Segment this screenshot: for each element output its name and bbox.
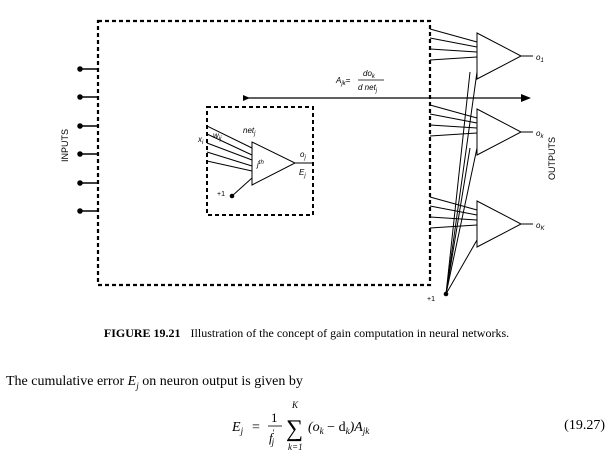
e-j-label: Ej bbox=[299, 168, 306, 179]
eq-lhs-sub: j bbox=[240, 426, 244, 436]
eq-equals: = bbox=[252, 420, 260, 435]
gain-arrow-head bbox=[521, 94, 531, 102]
ok-label: ok bbox=[536, 129, 544, 140]
body-var: Ej bbox=[127, 374, 139, 391]
gain-arrow-tail bbox=[243, 95, 250, 101]
svg-text:(ok − dk)Ajk: (ok − dk)Ajk bbox=[308, 420, 370, 436]
outer-dashed-box bbox=[96, 19, 432, 287]
output-neuron-k bbox=[476, 108, 523, 156]
gain-denominator: d netj bbox=[358, 83, 378, 94]
caption-text: Illustration of the concept of gain comp… bbox=[190, 326, 510, 340]
hidden-neuron-triangle bbox=[251, 141, 297, 186]
outer-bias-dot bbox=[443, 291, 449, 297]
outer-bias-label: +1 bbox=[427, 296, 435, 303]
equation-svg: Ej = 1 f′j K ∑ k=1 (ok − dk)Ajk bbox=[231, 400, 370, 452]
eq-frac-den: f bbox=[269, 430, 275, 445]
eq-lhs: E bbox=[232, 420, 241, 435]
outputs-label: OUTPUTS bbox=[547, 137, 557, 180]
eq-term-open: (o bbox=[308, 420, 320, 435]
neural-network-figure: INPUTS +1 xi wij netj jth oj Ej Ajk= dok… bbox=[60, 19, 557, 303]
gain-numerator: dok bbox=[363, 69, 376, 80]
output-neuron-K bbox=[476, 200, 523, 248]
eq-frac-num: 1 bbox=[271, 410, 278, 425]
equation-number: (19.27) bbox=[564, 418, 605, 433]
o1-label: o1 bbox=[536, 53, 544, 64]
inner-bias-label: +1 bbox=[217, 191, 225, 198]
eq-sum-top: K bbox=[291, 400, 299, 410]
oK-label: oK bbox=[536, 221, 545, 232]
x-i-label: xi bbox=[197, 135, 204, 146]
output-neuron-1 bbox=[476, 32, 523, 80]
output-lines bbox=[521, 55, 533, 225]
eq-frac-den-sup: ′ bbox=[273, 428, 275, 438]
equation-19-27: Ej = 1 f′j K ∑ k=1 (ok − dk)Ajk bbox=[231, 396, 452, 454]
hidden-neuron-input-lines bbox=[206, 125, 253, 197]
svg-text:Ej: Ej bbox=[232, 420, 244, 436]
jth-label: jth bbox=[256, 160, 264, 169]
eq-sigma: ∑ bbox=[286, 416, 303, 442]
net-j-label: netj bbox=[243, 126, 256, 137]
w-ij-label: wij bbox=[213, 131, 222, 142]
o-j-label: oj bbox=[300, 150, 306, 161]
eq-frac-den-sub: j bbox=[271, 437, 275, 447]
eq-sum-bottom: k=1 bbox=[288, 442, 303, 452]
figure-caption: FIGURE 19.21 Illustration of the concept … bbox=[0, 326, 613, 341]
inputs-label: INPUTS bbox=[60, 129, 70, 162]
output-bias-lines bbox=[445, 71, 478, 295]
body-paragraph: The cumulative error Ej on neuron output… bbox=[6, 374, 303, 391]
caption-label: FIGURE 19.21 bbox=[103, 326, 181, 340]
output-neurons bbox=[476, 32, 523, 248]
gain-lhs: Ajk= bbox=[335, 76, 351, 87]
body-text-tail: on neuron output is given by bbox=[142, 374, 303, 389]
output-input-lines bbox=[429, 28, 478, 229]
body-text-lead: The cumulative error bbox=[6, 374, 125, 389]
inner-bias-dot bbox=[229, 193, 235, 199]
svg-text:f′j: f′j bbox=[269, 428, 275, 447]
input-terminals bbox=[77, 66, 98, 214]
